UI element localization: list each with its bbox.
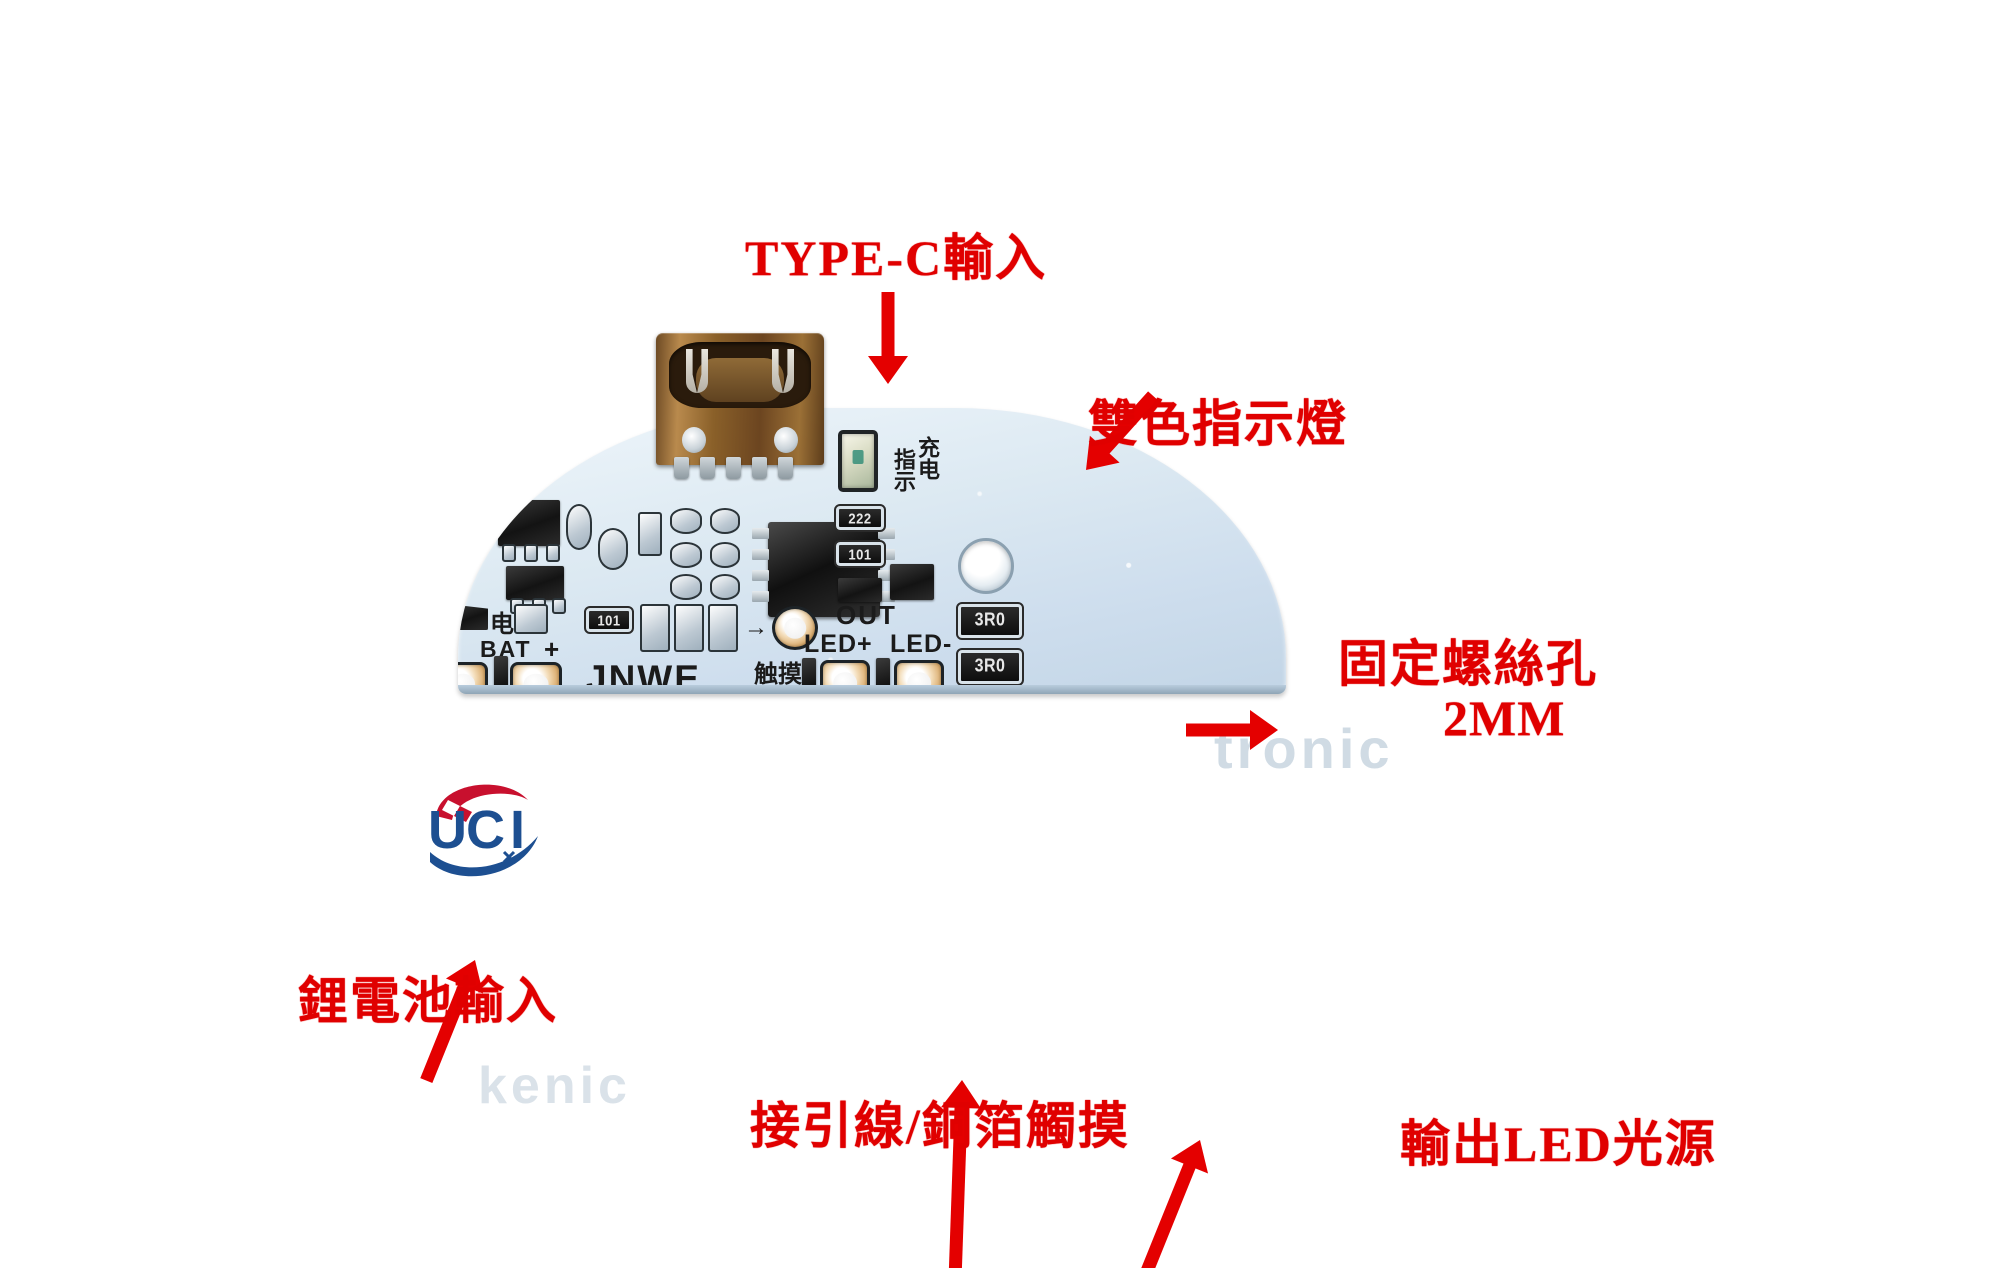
dual-color-indicator-led <box>838 430 878 492</box>
ic-pin-r4 <box>878 591 895 602</box>
ic-pin-l1 <box>752 528 769 539</box>
smd-pad-f <box>670 542 702 568</box>
battery-pad-positive <box>510 662 562 694</box>
arrow-shaft <box>881 292 895 360</box>
touch-jumper-pad-3 <box>708 604 738 652</box>
silk-led-plus: LED+ <box>804 630 873 658</box>
transistor-sot23-a <box>498 500 560 546</box>
sot23b-pin-3 <box>552 598 566 614</box>
arrow-shaft <box>1186 723 1254 737</box>
arrow-shaft <box>1081 1159 1198 1268</box>
ic-pin-l4 <box>752 591 769 602</box>
usbc-leg-5 <box>778 457 793 479</box>
annotation-li-battery-input: 鋰電池輸入 <box>298 973 558 1029</box>
smd-pad-d <box>638 512 662 556</box>
silk-charge-indicator-col2: 指示 <box>890 448 915 492</box>
smd-pad-a <box>510 458 552 484</box>
transistor-sot23-b <box>506 566 564 600</box>
resistor-code: 101 <box>597 611 621 629</box>
silk-brand-jnwe: JNWE <box>586 658 701 694</box>
arrow-head <box>1250 710 1278 750</box>
annotation-type-c-input: TYPE-C輸入 <box>745 230 1048 286</box>
pad-divider-bar-bat <box>494 656 508 694</box>
smd-pad-c <box>598 528 628 570</box>
touch-arrow-icon: → <box>744 614 768 641</box>
resistor-222-right: 222 <box>834 504 886 532</box>
resistor-code: 222 <box>463 505 480 531</box>
brand-watermark-left: kenic <box>478 1057 631 1115</box>
annotation-screw-hole-size: 2MM <box>1443 690 1566 746</box>
uci-letter-i: I <box>510 800 525 860</box>
battery-icon-pad <box>514 604 548 634</box>
silk-charge-indicator-col1: 充电 <box>914 436 939 480</box>
silk-battery-icon-label: 电 <box>490 610 514 638</box>
battery-pad-negative <box>458 662 488 694</box>
usbc-solder-post-left <box>682 427 706 453</box>
smd-pad-h <box>710 508 740 534</box>
pad-divider-bar-out-2 <box>876 658 890 694</box>
ic-pin-l2 <box>752 549 769 560</box>
led-output-pad-negative <box>894 660 944 694</box>
sot23-pin-2 <box>524 544 538 562</box>
annotation-screw-hole: 固定螺絲孔 <box>1338 636 1598 692</box>
smd-pad-i <box>710 542 740 568</box>
silk-bat-plus: + <box>544 634 560 664</box>
touch-jumper-pad-2 <box>674 604 704 652</box>
resistor-222-left: 222 <box>458 494 486 542</box>
pad-divider-bar-out-1 <box>802 658 816 694</box>
silk-out-label: OUT <box>836 600 897 630</box>
uci-letter-c: C <box>466 800 505 860</box>
ic-pin-r3 <box>878 570 895 581</box>
arrow-head <box>868 356 908 384</box>
sot23-pin-3 <box>546 544 560 562</box>
ic-pin-r1 <box>878 528 895 539</box>
smd-pad-j <box>710 574 740 600</box>
diode-bat <box>458 604 488 630</box>
usbc-leg-2 <box>700 457 715 479</box>
silk-touch-label: 触摸 <box>754 660 802 688</box>
annotation-wire-copper-touch: 接引線/銅箔觸摸 <box>750 1098 1130 1154</box>
pad-hole <box>458 673 475 694</box>
resistor-101-right: 101 <box>834 540 886 568</box>
touch-jumper-pad-1 <box>640 604 670 652</box>
usbc-leg-3 <box>726 457 741 479</box>
led-die <box>852 449 864 464</box>
arrow-type-c <box>868 292 908 384</box>
sot23-pin-1 <box>502 544 516 562</box>
arrow-screw-hole <box>1186 710 1278 750</box>
resistor-3r0-bottom: 3R0 <box>956 648 1024 686</box>
smd-pad-b <box>566 504 592 550</box>
uci-logo: U C I <box>428 784 538 877</box>
usbc-leg-4 <box>752 457 767 479</box>
pad-hole <box>784 617 806 639</box>
smd-component-right <box>838 578 882 602</box>
transistor-sot23-c <box>890 564 934 600</box>
pad-hole <box>833 672 857 694</box>
pad-hole <box>523 673 549 694</box>
touch-pad <box>772 606 818 650</box>
usbc-leg-1 <box>674 457 689 479</box>
resistor-code: 101 <box>848 545 872 563</box>
annotation-dual-color-led: 雙色指示燈 <box>1088 396 1348 452</box>
resistor-3r0-top: 3R0 <box>956 602 1024 640</box>
resistor-code: 3R0 <box>974 656 1006 677</box>
usbc-solder-post-right <box>774 427 798 453</box>
resistor-code: 222 <box>848 509 872 527</box>
silk-led-minus: LED- <box>890 630 953 658</box>
usb-type-c-connector <box>656 333 824 479</box>
usbc-tongue <box>696 358 784 402</box>
smd-pad-e <box>670 508 702 534</box>
mounting-hole-right <box>958 538 1014 594</box>
annotation-led-output: 輸出LED光源 <box>1400 1116 1717 1172</box>
ic-pin-l3 <box>752 570 769 581</box>
pad-hole <box>907 672 931 694</box>
smd-pad-g <box>670 574 702 600</box>
resistor-101-left: 101 <box>584 606 634 634</box>
resistor-code: 3R0 <box>974 610 1006 631</box>
led-output-pad-positive <box>820 660 870 694</box>
arrow-head <box>1170 1132 1219 1174</box>
ic-pin-r2 <box>878 549 895 560</box>
uci-letter-u: U <box>428 800 467 860</box>
